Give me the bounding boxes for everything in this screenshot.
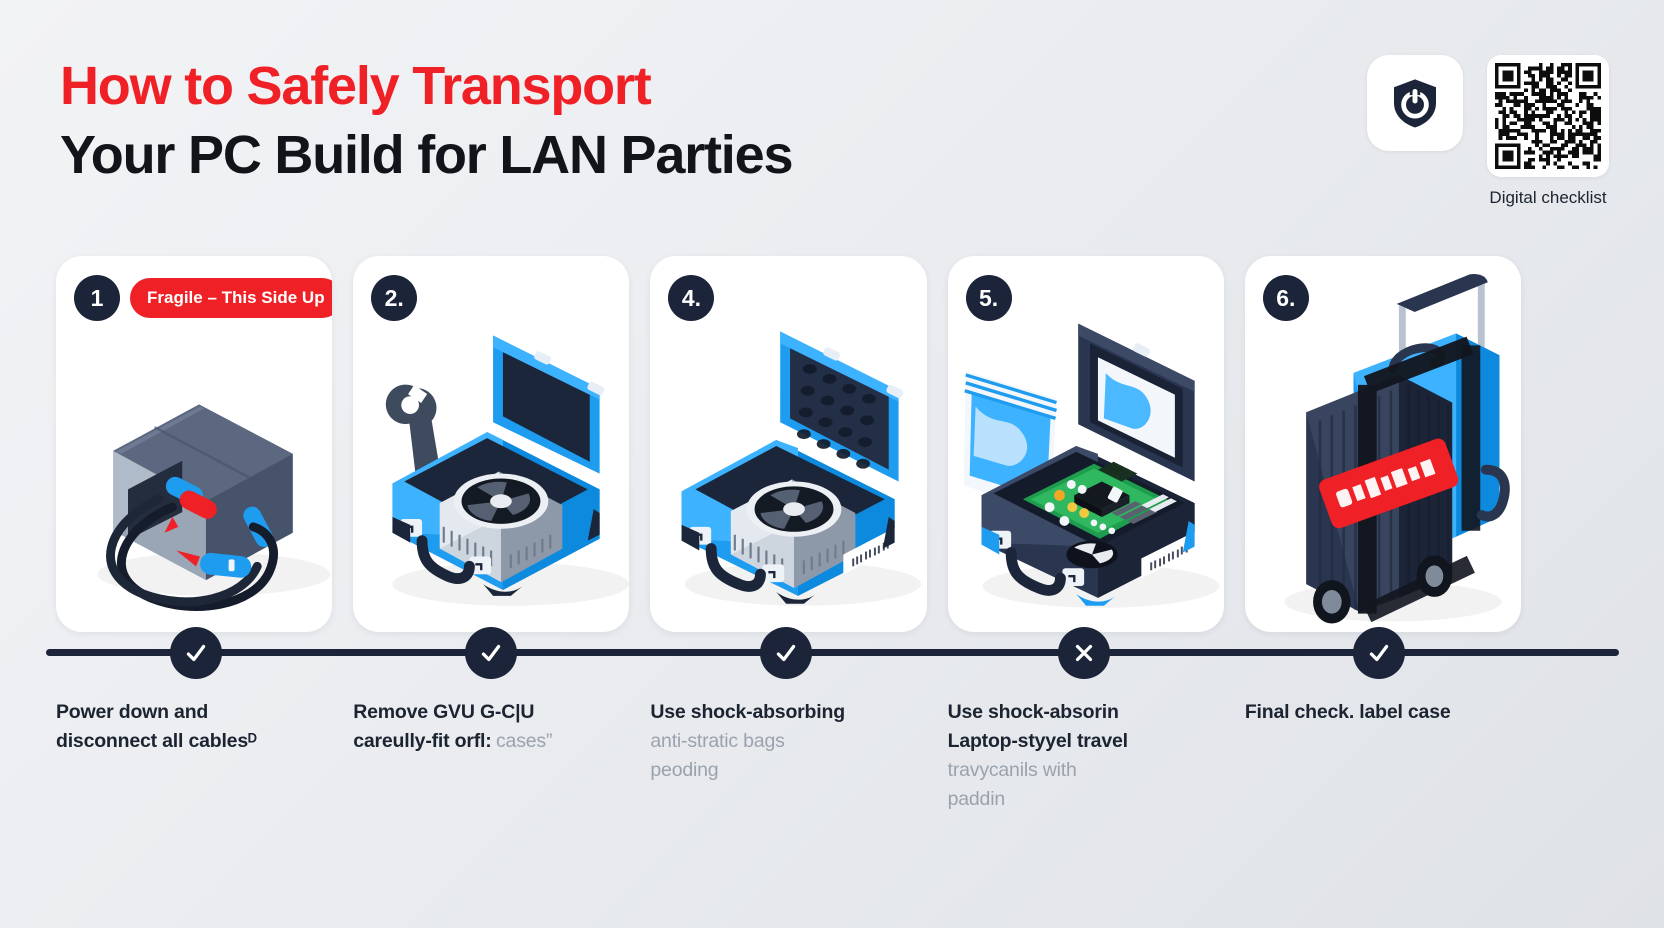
step-badge-1: 1 (74, 275, 120, 321)
step-illustration-pc-case-cables (56, 256, 332, 632)
caption-line-muted-2: paddin (947, 787, 1006, 810)
qr-block: Digital checklist (1487, 55, 1609, 208)
captions-row: Power down and disconnect all cablesᴰ Re… (56, 698, 1521, 813)
check-icon (776, 644, 796, 662)
shield-power-icon (1394, 79, 1436, 128)
fragile-this-side-up-pill: Fragile – This Side Up (130, 278, 333, 318)
step-card-4[interactable]: 5. (947, 256, 1224, 632)
check-icon (186, 644, 206, 662)
step-caption-5: Final check. label case (1245, 698, 1521, 813)
qr-code-tile[interactable] (1487, 55, 1609, 177)
step-card-1[interactable]: 1 Fragile – This Side Up (56, 256, 333, 632)
caption-line-strong-1: Final check. label case (1244, 701, 1451, 723)
step-illustration-motherboard-antistatic (948, 256, 1224, 632)
caption-line-strong-2: disconnect all cablesᴰ (56, 729, 257, 752)
step-illustration-foam-case-gpu (650, 256, 926, 632)
caption-line-strong-2: careully-fit orfl: (353, 729, 492, 752)
steps-card-row: 1 Fragile – This Side Up (56, 256, 1522, 632)
timeline-marker-3[interactable] (760, 627, 812, 679)
timeline-axis (46, 649, 1619, 656)
title-line-1: How to Safely Transport (60, 56, 652, 116)
caption-line-strong-1: Use shock-absorbing (650, 701, 845, 723)
check-icon (481, 644, 501, 662)
step-badge-4: 5. (965, 275, 1012, 321)
timeline-marker-4[interactable] (1058, 627, 1110, 679)
step-caption-1: Power down and disconnect all cablesᴰ (56, 698, 332, 813)
caption-line-muted-1: cases” (496, 729, 553, 752)
step-caption-3: Use shock-absorbing anti-stratic bags pe… (650, 698, 926, 813)
caption-line-muted-2: peoding (650, 758, 719, 781)
step-badge-2: 2. (371, 275, 418, 321)
qr-code-icon (1495, 63, 1601, 169)
step-badge-3: 4. (668, 275, 715, 321)
step-card-3[interactable]: 4. (650, 256, 927, 632)
step-illustration-blue-case-gpu (353, 256, 630, 632)
step-caption-2: Remove GVU G-C|U careully-fit orfl: case… (353, 698, 629, 813)
step-badge-5: 6. (1262, 275, 1309, 321)
header-right-group: Digital checklist (1367, 55, 1609, 208)
caption-line-strong-1: Power down and (56, 701, 209, 723)
wrench-icon (386, 384, 442, 490)
shield-power-badge (1367, 55, 1463, 151)
timeline-marker-1[interactable] (170, 627, 222, 679)
timeline-marker-5[interactable] (1353, 627, 1405, 679)
qr-caption-label: Digital checklist (1489, 188, 1607, 207)
caption-line-muted-1: travycanils with (947, 758, 1077, 781)
page-title: How to Safely Transport Your PC Build fo… (60, 52, 793, 189)
x-icon (1075, 644, 1093, 662)
title-line-2: Your PC Build for LAN Parties (60, 124, 793, 185)
step-card-2[interactable]: 2. (353, 256, 630, 632)
caption-line-strong-1: Remove GVU G-C|U (353, 701, 535, 723)
timeline-marker-2[interactable] (465, 627, 517, 679)
step-illustration-rolling-suitcase (1245, 256, 1521, 632)
caption-line-strong-1: Use shock-absorin (947, 701, 1119, 723)
caption-line-muted-1: anti-stratic bags (650, 729, 785, 752)
step-caption-4: Use shock-absorin Laptop-styyel travel t… (948, 698, 1224, 813)
check-icon (1369, 644, 1389, 662)
step-card-5[interactable]: 6. (1244, 256, 1522, 632)
caption-line-strong-2: Laptop-styyel travel (947, 729, 1128, 752)
